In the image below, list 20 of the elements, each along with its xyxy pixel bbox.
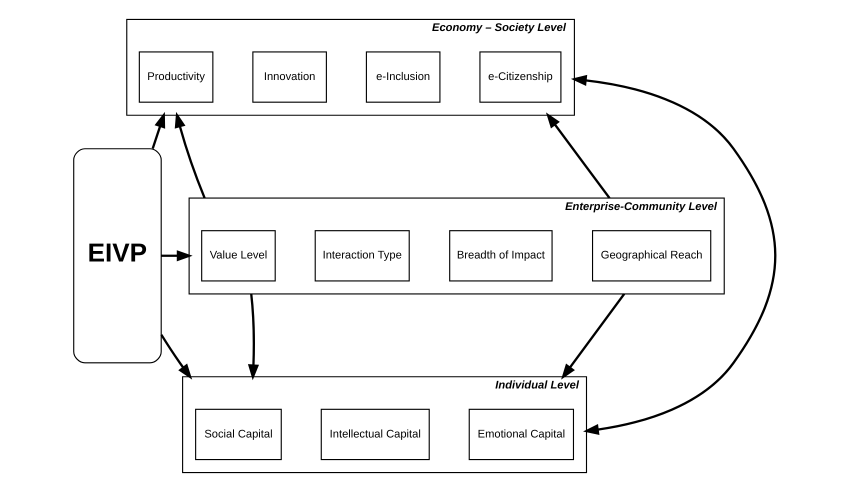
node-box: EIVP: [73, 148, 162, 364]
node-box: e-Citizenship: [479, 51, 562, 103]
node-box: Productivity: [138, 51, 214, 103]
arrow: [161, 250, 193, 262]
arrow: [248, 294, 260, 380]
arrow: [561, 293, 626, 380]
arrow: [174, 112, 206, 199]
arrow: [152, 112, 166, 149]
arrow: [570, 74, 776, 435]
node-box: Breadth of Impact: [449, 230, 553, 282]
arrow: [160, 334, 192, 380]
node-box: Social Capital: [195, 408, 282, 460]
node-box: Innovation: [252, 51, 327, 103]
node-box: Emotional Capital: [468, 408, 574, 460]
node-box: Intellectual Capital: [320, 408, 430, 460]
node-box: Geographical Reach: [592, 230, 712, 282]
arrow: [546, 112, 610, 199]
node-box: Value Level: [201, 230, 276, 282]
node-box: e-Inclusion: [366, 51, 440, 103]
node-box: Interaction Type: [314, 230, 410, 282]
